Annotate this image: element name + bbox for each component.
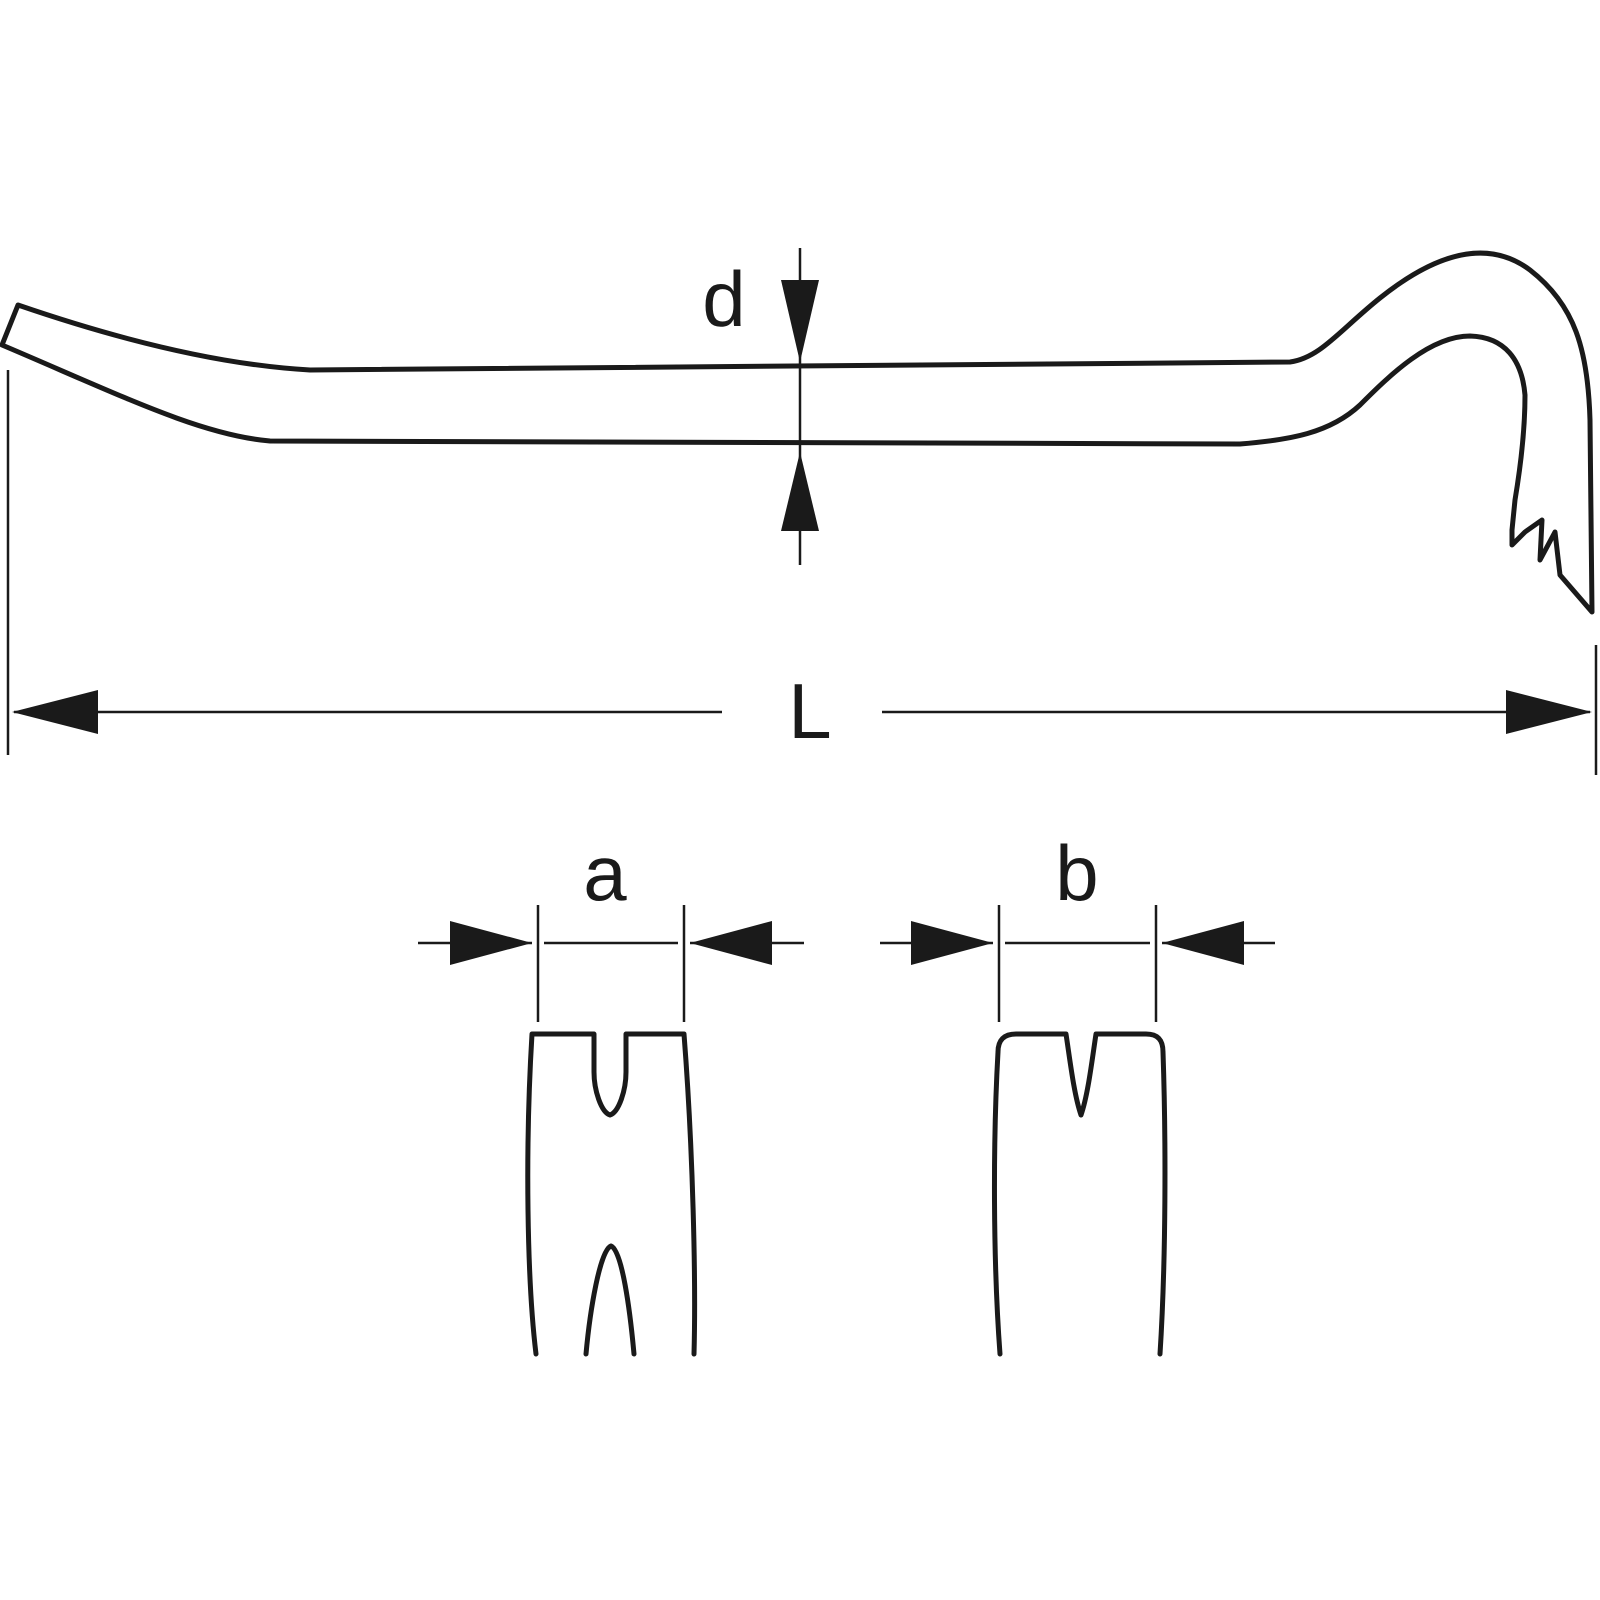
width-b-arrow-left <box>911 921 993 965</box>
width-b-arrow-right <box>1162 921 1244 965</box>
end-view-a-slot <box>583 1243 637 1357</box>
width-a-label: a <box>583 829 627 917</box>
end-view-a: a <box>418 829 804 1357</box>
end-view-b-outline <box>991 1031 1168 1357</box>
width-a-arrow-right <box>690 921 772 965</box>
length-arrow-right <box>1506 690 1592 734</box>
end-view-a-outline <box>525 1031 698 1357</box>
crowbar-side-view <box>0 250 1595 615</box>
thickness-label: d <box>702 255 745 343</box>
length-arrow-left <box>12 690 98 734</box>
width-a-arrow-left <box>450 921 532 965</box>
width-b-label: b <box>1055 829 1098 917</box>
thickness-arrow-up <box>781 452 819 531</box>
thickness-dimension: d <box>702 248 819 565</box>
end-view-b: b <box>880 829 1275 1357</box>
length-dimension: L <box>6 370 1598 775</box>
length-label: L <box>788 667 831 755</box>
thickness-arrow-down <box>781 280 819 362</box>
